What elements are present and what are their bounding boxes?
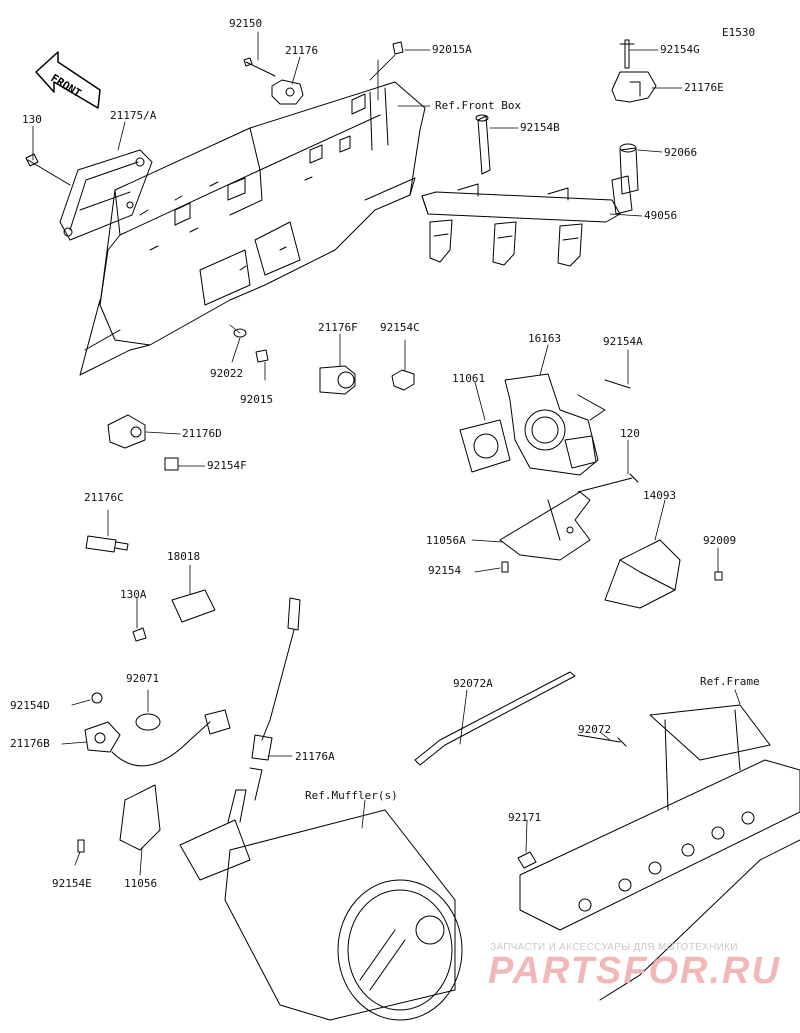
part-label-18018: 18018 (167, 550, 201, 563)
part-label-21175a: 21175/A (110, 109, 157, 122)
washer-92022-drawing (233, 328, 247, 338)
part-label-21176b: 21176B (10, 737, 50, 750)
part-label-92171: 92171 (508, 811, 542, 824)
frame-drawing (517, 704, 800, 1001)
sensor-21176c-drawing (85, 535, 129, 553)
part-label-21176c: 21176C (84, 491, 124, 504)
part-label-11056: 11056 (124, 877, 158, 890)
diagram-code: E1530 (722, 26, 756, 39)
strap-92072a-drawing (414, 671, 576, 766)
nut-92015-drawing (255, 349, 269, 363)
part-label-21176e: 21176E (684, 81, 724, 94)
tie-92072-drawing (577, 734, 627, 747)
bolt-120-drawing (577, 473, 639, 493)
sensor-21176f-drawing (319, 365, 415, 395)
part-label-92071: 92071 (126, 672, 160, 685)
part-label-130: 130 (22, 113, 42, 126)
part-label-92154c: 92154C (380, 321, 420, 334)
part-label-21176a: 21176A (295, 750, 335, 763)
throttle-body-drawing (504, 373, 631, 476)
bolt-92154e-drawing (77, 839, 85, 853)
part-label-11056a: 11056A (426, 534, 466, 547)
part-label-92154b: 92154B (520, 121, 560, 134)
oxygen-sensor-21176a-drawing (249, 597, 301, 801)
part-label-16163: 16163 (528, 332, 562, 345)
muffler-drawing (179, 789, 463, 1021)
part-label-92072: 92072 (578, 723, 612, 736)
part-label-21176d: 21176D (182, 427, 222, 440)
part-label-21176: 21176 (285, 44, 319, 57)
part-label-21176f: 21176F (318, 321, 358, 334)
sensor-21176b-drawing (84, 709, 231, 767)
part-label-92072a: 92072A (453, 677, 493, 690)
leader-lines (32, 31, 741, 876)
cover-14093-drawing (604, 539, 681, 609)
bracket-18018-drawing (171, 589, 216, 623)
ref-label-frame: Ref.Frame (700, 675, 760, 688)
part-label-120: 120 (620, 427, 640, 440)
bolt-130a-drawing (132, 627, 147, 642)
sensor-21176e-drawing (611, 39, 657, 103)
part-label-92066: 92066 (664, 146, 698, 159)
ref-label-muffler: Ref.Muffler(s) (305, 789, 398, 802)
part-label-130a: 130A (120, 588, 147, 601)
grommet-92071-drawing (135, 713, 161, 731)
part-label-92015a: 92015A (432, 43, 472, 56)
part-label-92154: 92154 (428, 564, 462, 577)
screw-92009-drawing (714, 571, 723, 581)
sensor-21176d-drawing (107, 414, 179, 471)
part-label-92154e: 92154E (52, 877, 92, 890)
part-label-14093: 14093 (643, 489, 677, 502)
ecu-box-drawing (79, 81, 426, 376)
clip-92015a-drawing (392, 41, 404, 55)
ref-label-front-box: Ref.Front Box (435, 99, 522, 112)
gasket-11061-drawing (459, 419, 511, 473)
part-label-92154g: 92154G (660, 43, 700, 56)
part-label-92154f: 92154F (207, 459, 247, 472)
bolt-92154d-drawing (91, 692, 103, 704)
part-label-92154a: 92154A (603, 335, 643, 348)
fuel-rail-drawing (421, 114, 639, 267)
part-label-92015: 92015 (240, 393, 274, 406)
screw-92154-drawing (501, 561, 509, 573)
bracket-11056a-drawing (499, 491, 591, 561)
part-label-92154d: 92154D (10, 699, 50, 712)
front-arrow-icon: FRONT (35, 51, 101, 109)
part-label-92009: 92009 (703, 534, 737, 547)
watermark-caption: ЗАПЧАСТИ И АКСЕССУАРЫ ДЛЯ МОТОТЕХНИКИ (490, 942, 738, 953)
watermark-brand: PARTSFOR.RU (488, 950, 781, 992)
ecu-module-drawing (25, 149, 153, 241)
part-label-49056: 49056 (644, 209, 678, 222)
part-label-11061: 11061 (452, 372, 486, 385)
part-label-92150: 92150 (229, 17, 263, 30)
bracket-11056-drawing (119, 784, 161, 851)
part-label-92022: 92022 (210, 367, 244, 380)
map-sensor-21176-drawing (243, 57, 304, 105)
